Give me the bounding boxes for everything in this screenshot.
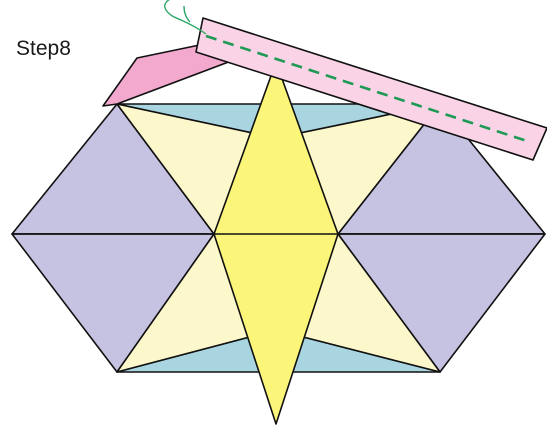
binding-strip-group xyxy=(195,17,547,161)
yellow-diamond xyxy=(213,61,339,425)
stitch-line xyxy=(205,34,531,144)
hexagon-block xyxy=(11,41,546,425)
thread-tail xyxy=(163,0,207,35)
binding-strip xyxy=(195,17,547,161)
step-label: Step8 xyxy=(16,37,71,60)
